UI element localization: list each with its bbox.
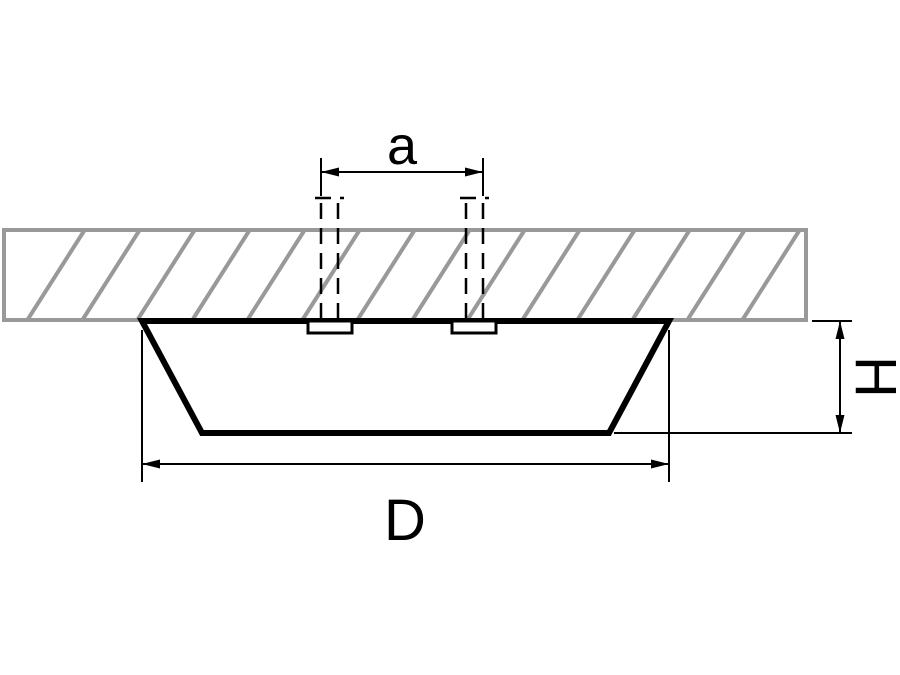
hatch-line	[466, 229, 526, 321]
hatch-line	[356, 229, 416, 321]
hatch-line	[246, 229, 306, 321]
hatch-line	[741, 229, 801, 321]
dimension-a: a	[320, 116, 484, 196]
arrowhead-d-right	[651, 459, 669, 469]
ceiling-section	[2, 228, 808, 322]
screw-hole-right	[460, 196, 489, 319]
hatch-line	[576, 229, 636, 321]
dim-label-d: D	[384, 488, 426, 553]
mounting-tab-left	[306, 319, 354, 335]
arrowhead-d-left	[142, 459, 160, 469]
arrowhead-a-left	[321, 167, 339, 177]
arrowhead-h-top	[835, 321, 845, 339]
hatch-line	[631, 229, 691, 321]
mounting-tab-right	[450, 319, 498, 335]
fixture-body	[136, 318, 675, 436]
hatch-line	[26, 229, 86, 321]
dim-label-h: H	[843, 356, 900, 398]
fixture	[136, 318, 675, 436]
hatch-line	[521, 229, 581, 321]
arrowhead-h-bottom	[835, 415, 845, 433]
hatch-line	[686, 229, 746, 321]
arrowhead-a-right	[465, 167, 483, 177]
hatch-line	[191, 229, 251, 321]
ceiling-hatch	[26, 229, 801, 321]
dimension-d: D	[141, 330, 670, 553]
dimension-h: H	[614, 320, 900, 434]
screw-hole-left	[315, 196, 344, 319]
mounting-holes	[315, 196, 489, 319]
hatch-line	[301, 229, 361, 321]
hatch-line	[411, 229, 471, 321]
hatch-line	[81, 229, 141, 321]
dim-label-a: a	[387, 116, 418, 176]
hatch-line	[136, 229, 196, 321]
